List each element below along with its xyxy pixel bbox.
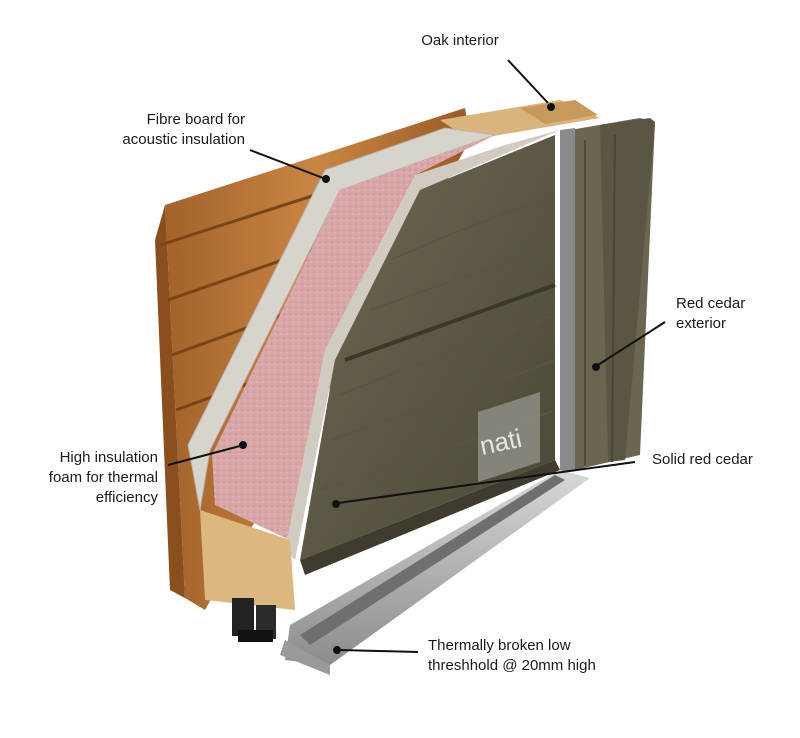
leader-red-cedar-exterior: [597, 321, 666, 366]
leader-oak-interior: [507, 59, 549, 104]
brand-logo-plate: nati: [477, 392, 540, 482]
aluminium-threshold: [280, 470, 590, 675]
leader-dot-threshold: [333, 646, 341, 654]
leader-dot-red-cedar-exterior: [592, 363, 600, 371]
leader-solid-cedar: [337, 461, 636, 504]
thermal-break-seal: [232, 598, 276, 642]
label-high-insulation-foam: High insulation foam for thermal efficie…: [48, 449, 158, 506]
fibre-board-layer: [187, 127, 496, 511]
label-oak-interior: Oak interior: [421, 32, 499, 49]
red-cedar-exterior-frame: [560, 118, 655, 472]
label-red-cedar-exterior: Red cedar exterior: [676, 295, 746, 332]
callout-leader-lines: [167, 59, 666, 654]
leader-dot-fibre-board: [322, 175, 330, 183]
leader-dot-foam: [239, 441, 247, 449]
leader-threshold: [339, 649, 419, 653]
leader-dot-oak-interior: [547, 103, 555, 111]
oak-interior-edge: [520, 100, 598, 124]
leader-fibre-board: [249, 149, 324, 179]
leader-dot-solid-cedar: [332, 500, 340, 508]
leader-foam: [167, 445, 241, 466]
label-fibre-board: Fibre board for acoustic insulation: [122, 111, 245, 148]
label-solid-red-cedar: Solid red cedar: [652, 451, 753, 468]
inner-fibre-board: [285, 130, 560, 560]
label-threshold: Thermally broken low threshhold @ 20mm h…: [428, 637, 596, 674]
oak-base-block: [200, 510, 295, 610]
foam-insulation-layer: [212, 135, 495, 540]
